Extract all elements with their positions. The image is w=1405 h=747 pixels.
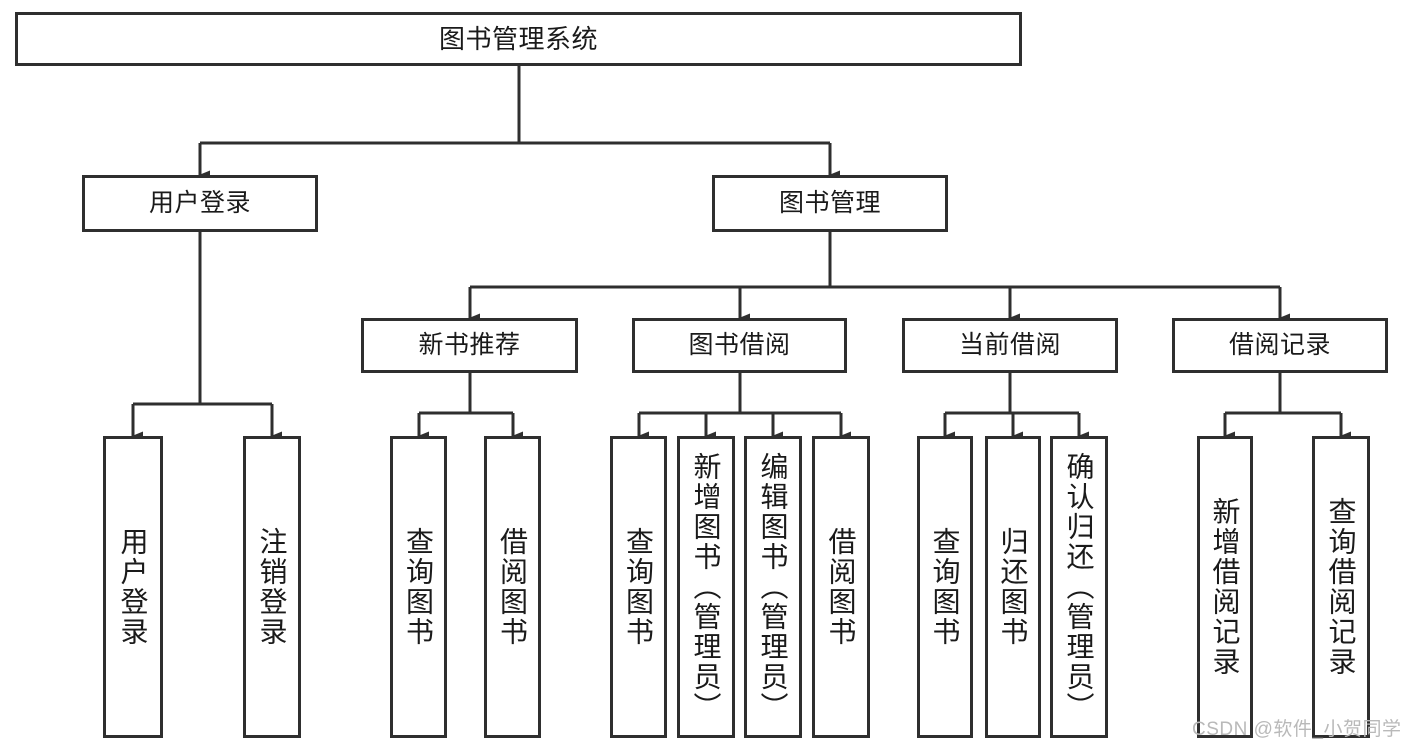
node-leaf-return[interactable]: 归还图书 — [985, 436, 1041, 738]
node-label: 查询图书 — [929, 527, 961, 647]
node-label: 确认归还（管理员） — [1063, 452, 1095, 722]
node-login[interactable]: 用户登录 — [82, 175, 318, 232]
node-label: 用户登录 — [117, 527, 149, 647]
node-leaf-confirm[interactable]: 确认归还（管理员） — [1050, 436, 1108, 738]
watermark-text: CSDN @软件_小贺同学 — [1192, 719, 1402, 740]
node-label: 当前借阅 — [958, 330, 1061, 359]
node-label: 查询图书 — [623, 527, 655, 647]
node-label: 图书管理 — [778, 188, 881, 217]
node-leaf-query-3[interactable]: 查询图书 — [917, 436, 973, 738]
node-leaf-query-rec[interactable]: 查询借阅记录 — [1312, 436, 1370, 738]
node-root[interactable]: 图书管理系统 — [15, 12, 1022, 66]
node-leaf-login[interactable]: 用户登录 — [103, 436, 163, 738]
node-label: 新增图书（管理员） — [690, 452, 722, 722]
node-leaf-query-1[interactable]: 查询图书 — [390, 436, 447, 738]
node-records[interactable]: 借阅记录 — [1172, 318, 1388, 373]
node-label: 编辑图书（管理员） — [757, 452, 789, 722]
node-leaf-logout[interactable]: 注销登录 — [243, 436, 301, 738]
node-label: 查询图书 — [403, 527, 435, 647]
node-leaf-add-rec[interactable]: 新增借阅记录 — [1197, 436, 1253, 738]
node-label: 用户登录 — [148, 188, 251, 217]
node-label: 借阅记录 — [1228, 330, 1331, 359]
node-label: 借阅图书 — [497, 527, 529, 647]
node-label: 归还图书 — [997, 527, 1029, 647]
node-label: 图书借阅 — [688, 330, 791, 359]
node-leaf-query-2[interactable]: 查询图书 — [610, 436, 667, 738]
node-label: 新增借阅记录 — [1209, 497, 1241, 677]
node-label: 查询借阅记录 — [1325, 497, 1357, 677]
node-bookmgmt[interactable]: 图书管理 — [712, 175, 948, 232]
node-current[interactable]: 当前借阅 — [902, 318, 1118, 373]
node-leaf-borrow-1[interactable]: 借阅图书 — [484, 436, 541, 738]
node-leaf-edit-book[interactable]: 编辑图书（管理员） — [744, 436, 802, 738]
node-borrow[interactable]: 图书借阅 — [632, 318, 847, 373]
node-leaf-add-book[interactable]: 新增图书（管理员） — [677, 436, 735, 738]
node-label: 注销登录 — [256, 527, 288, 647]
node-leaf-borrow-2[interactable]: 借阅图书 — [812, 436, 870, 738]
node-newbook[interactable]: 新书推荐 — [361, 318, 578, 373]
node-label: 借阅图书 — [825, 527, 857, 647]
node-label: 新书推荐 — [418, 330, 521, 359]
node-label: 图书管理系统 — [438, 23, 598, 54]
